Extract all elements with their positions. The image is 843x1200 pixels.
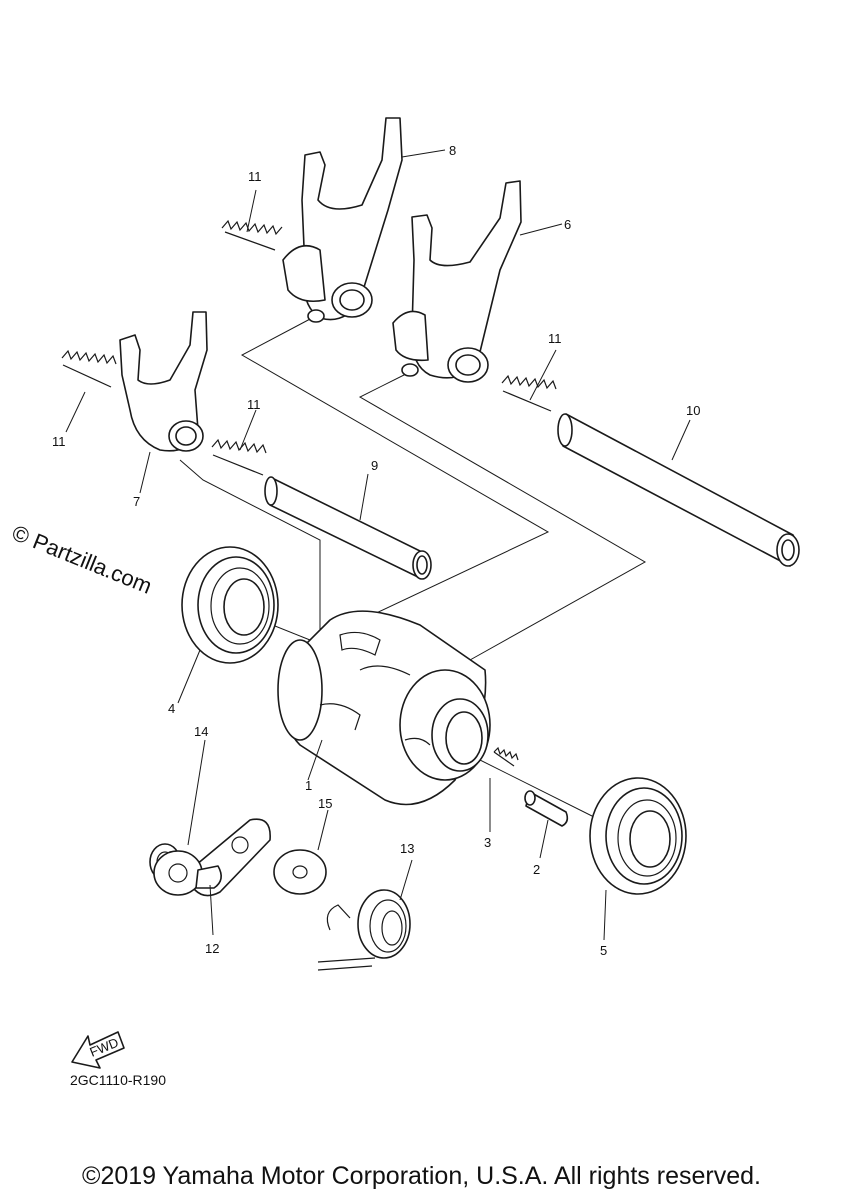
segment-12[interactable] xyxy=(153,818,271,897)
bearing-4[interactable] xyxy=(181,546,279,664)
shift-fork-6[interactable] xyxy=(392,180,522,383)
spring-11-left[interactable] xyxy=(61,349,117,388)
callout-5: 5 xyxy=(600,943,607,958)
diagram-code: 2GC1110-R190 xyxy=(70,1072,166,1088)
callout-3: 3 xyxy=(484,835,491,850)
callout-6: 6 xyxy=(564,217,571,232)
callout-2: 2 xyxy=(533,862,540,877)
callout-labels: 1 2 3 4 5 6 7 8 9 10 11 11 11 11 12 13 1… xyxy=(52,143,700,958)
dowel-pin-2[interactable] xyxy=(524,790,569,827)
washer-15[interactable] xyxy=(273,849,327,895)
callout-10: 10 xyxy=(686,403,700,418)
callout-14: 14 xyxy=(194,724,208,739)
shift-fork-8[interactable] xyxy=(282,117,403,323)
callout-11-middle: 11 xyxy=(247,397,261,412)
callout-7: 7 xyxy=(133,494,140,509)
callout-11-top: 11 xyxy=(248,169,262,184)
callout-4: 4 xyxy=(168,701,175,716)
shaft-9[interactable] xyxy=(264,476,432,580)
spring-11-top[interactable] xyxy=(221,219,283,251)
copyright-notice: ©2019 Yamaha Motor Corporation, U.S.A. A… xyxy=(82,1162,761,1190)
fwd-arrow-icon: FWD xyxy=(71,1031,125,1069)
callout-leaders xyxy=(65,149,691,941)
callout-12: 12 xyxy=(205,941,219,956)
shift-fork-7[interactable] xyxy=(119,311,208,452)
callout-11-left: 11 xyxy=(52,434,66,449)
callout-11-right: 11 xyxy=(548,331,562,346)
callout-9: 9 xyxy=(371,458,378,473)
callout-15: 15 xyxy=(318,796,332,811)
torsion-spring-13[interactable] xyxy=(317,889,411,971)
shaft-10[interactable] xyxy=(557,413,800,567)
pin-3[interactable] xyxy=(493,746,519,767)
callout-1: 1 xyxy=(305,778,312,793)
callout-8: 8 xyxy=(449,143,456,158)
spring-11-middle[interactable] xyxy=(211,438,267,476)
shift-drum-1[interactable] xyxy=(277,610,491,806)
callout-13: 13 xyxy=(400,841,414,856)
bearing-5[interactable] xyxy=(589,777,687,895)
spring-11-right[interactable] xyxy=(501,374,557,412)
